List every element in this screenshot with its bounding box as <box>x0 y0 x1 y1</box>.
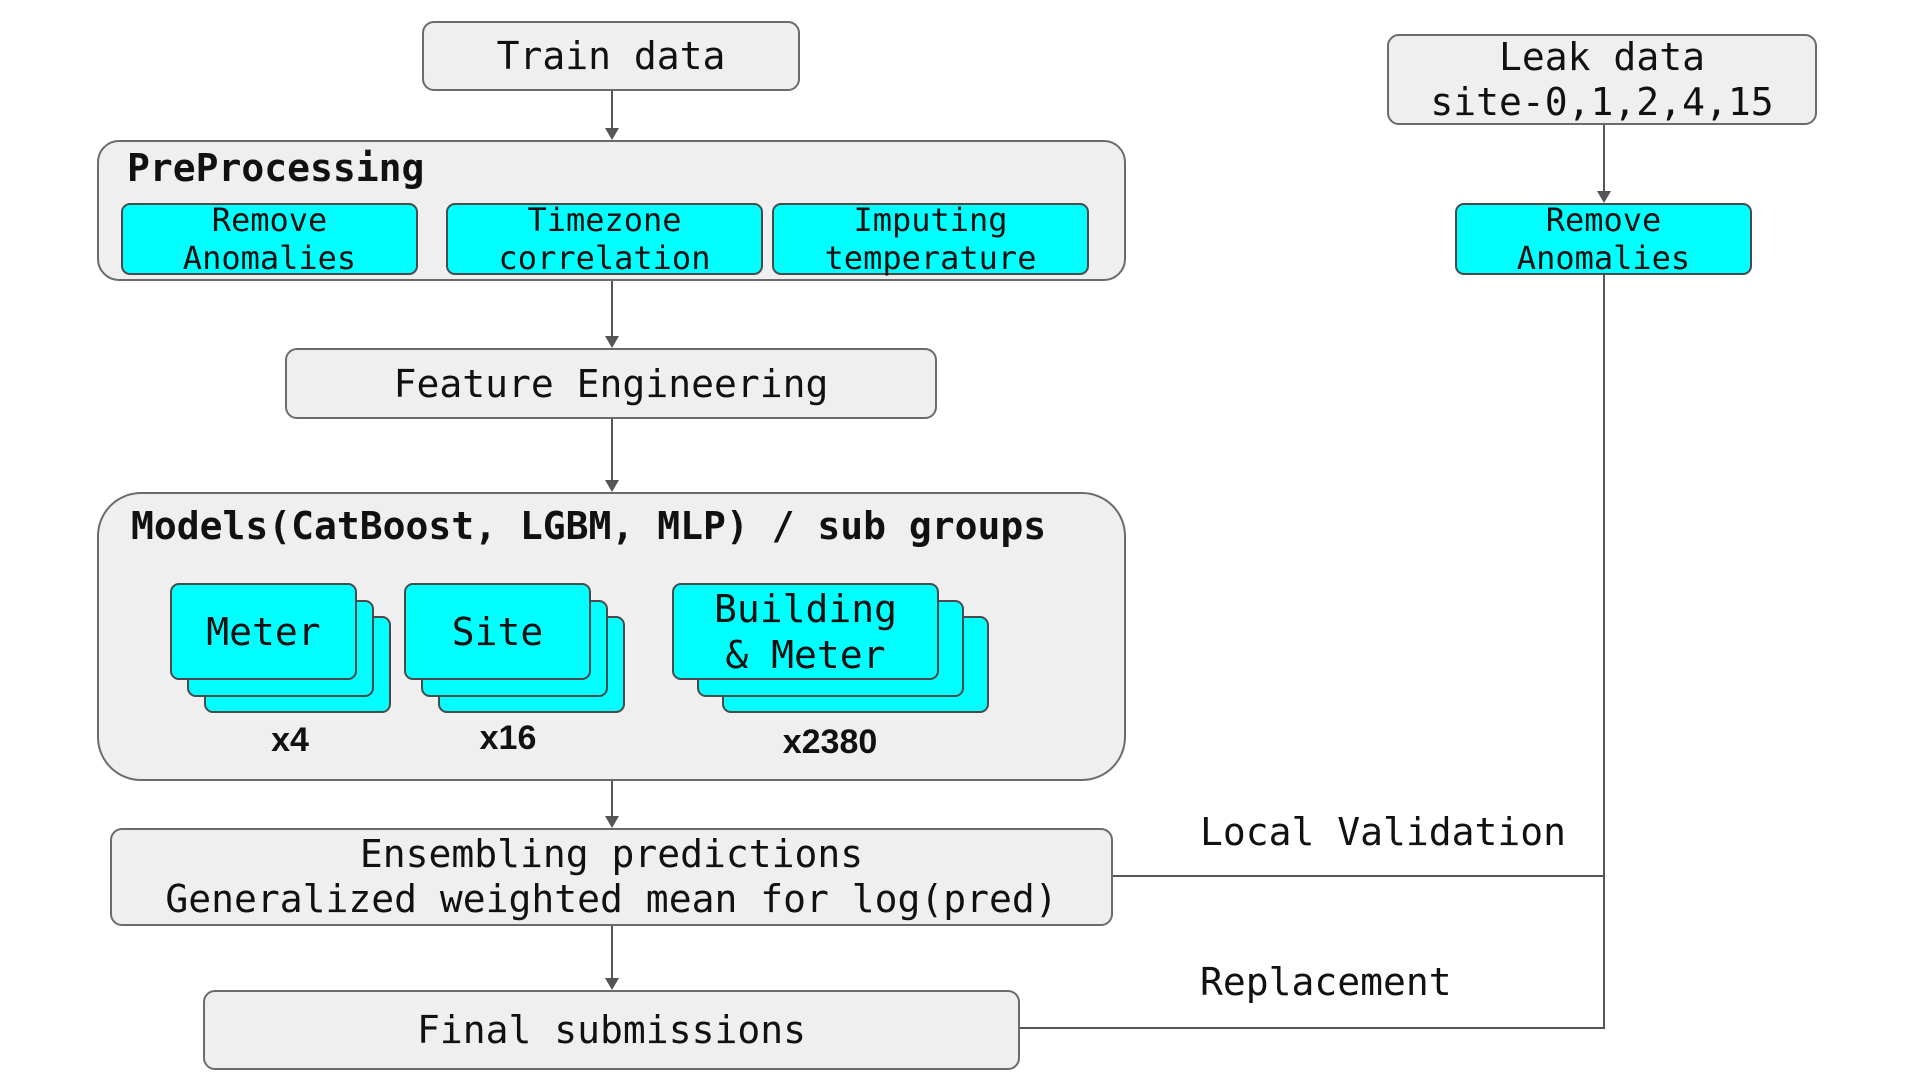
connector-train-to-preprocessing <box>611 91 613 129</box>
meter-group-card: Meter <box>170 583 357 680</box>
imputing-temperature-step: Imputing temperature <box>772 201 1089 277</box>
connector-replacement <box>1020 1027 1605 1029</box>
replacement-label: Replacement <box>1200 960 1452 1004</box>
feature-engineering-label: Feature Engineering <box>393 361 829 406</box>
remove-anomalies-line2: Anomalies <box>182 239 357 277</box>
meter-group-count: x4 <box>271 721 309 759</box>
ensembling-label-line2: Generalized weighted mean for log(pred) <box>165 877 1058 921</box>
arrowhead-preprocessing-to-features <box>605 336 619 348</box>
timezone-correlation-line2: correlation <box>498 239 711 277</box>
final-submissions-label: Final submissions <box>417 1008 806 1052</box>
building-meter-group-card: Building & Meter <box>672 583 939 680</box>
site-group-count: x16 <box>479 719 537 757</box>
final-submissions-node: Final submissions <box>203 990 1020 1070</box>
timezone-correlation-line1: Timezone <box>527 201 682 239</box>
building-meter-group-label-line2: & Meter <box>725 632 886 677</box>
feature-engineering-node: Feature Engineering <box>285 348 937 419</box>
connector-leak-to-remove-anomalies <box>1603 125 1605 192</box>
site-group-card: Site <box>404 583 591 680</box>
arrowhead-models-to-ensembling <box>605 816 619 828</box>
leak-remove-anomalies-line1: Remove <box>1545 201 1662 239</box>
ensembling-label-line1: Ensembling predictions <box>359 832 864 876</box>
connector-ensembling-to-final <box>611 926 613 979</box>
meter-group-label: Meter <box>206 609 321 654</box>
imputing-temperature-line2: temperature <box>824 239 1037 277</box>
site-group-label: Site <box>451 609 544 654</box>
arrowhead-features-to-models <box>605 480 619 492</box>
local-validation-label: Local Validation <box>1200 810 1567 854</box>
arrowhead-leak-to-remove-anomalies <box>1597 191 1611 203</box>
models-title: Models(CatBoost, LGBM, MLP) / sub groups <box>131 504 1047 548</box>
connector-models-to-ensembling <box>611 781 613 817</box>
connector-preprocessing-to-features <box>611 281 613 337</box>
leak-remove-anomalies-step: Remove Anomalies <box>1455 201 1752 277</box>
building-meter-group-count: x2380 <box>782 723 878 761</box>
timezone-correlation-step: Timezone correlation <box>446 201 763 277</box>
leak-data-label-line2: site-0,1,2,4,15 <box>1430 79 1774 124</box>
imputing-temperature-line1: Imputing <box>853 201 1008 239</box>
leak-data-node: Leak data site-0,1,2,4,15 <box>1387 34 1817 125</box>
connector-features-to-models <box>611 419 613 481</box>
arrowhead-train-to-preprocessing <box>605 128 619 140</box>
leak-remove-anomalies-line2: Anomalies <box>1516 239 1691 277</box>
train-data-node: Train data <box>422 21 800 91</box>
preprocessing-title: PreProcessing <box>127 146 425 190</box>
leak-data-label-line1: Leak data <box>1499 34 1705 79</box>
ensembling-node: Ensembling predictions Generalized weigh… <box>110 828 1113 926</box>
arrowhead-ensembling-to-final <box>605 978 619 990</box>
connector-local-validation <box>1113 875 1605 877</box>
remove-anomalies-line1: Remove <box>211 201 328 239</box>
train-data-label: Train data <box>496 34 726 78</box>
remove-anomalies-step: Remove Anomalies <box>121 201 418 277</box>
connector-leak-vertical <box>1603 275 1605 1029</box>
building-meter-group-label-line1: Building <box>713 586 898 631</box>
